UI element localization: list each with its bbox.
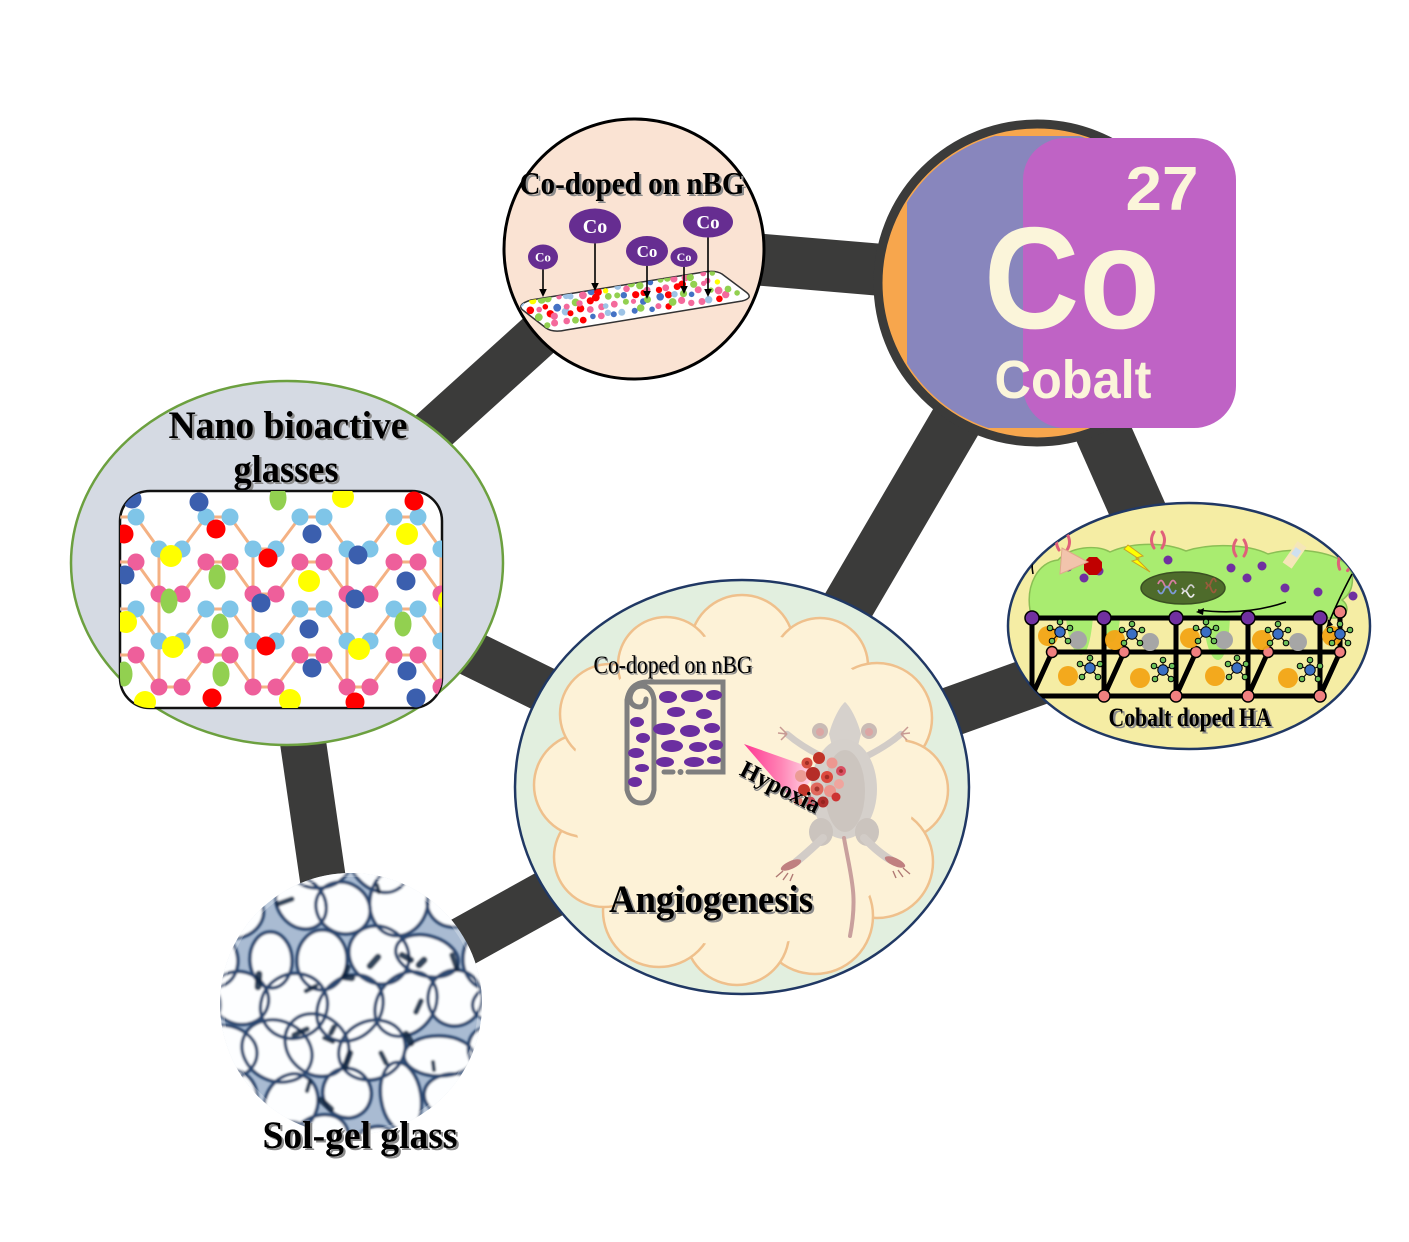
svg-text:Co: Co [677, 250, 692, 264]
svg-text:Co: Co [583, 216, 607, 238]
svg-text:glasses: glasses [234, 447, 339, 491]
svg-text:Co-doped on nBG: Co-doped on nBG [595, 654, 754, 681]
svg-text:Co: Co [984, 197, 1160, 359]
svg-text:Co: Co [535, 250, 551, 265]
svg-text:Sol-gel glass: Sol-gel glass [263, 1114, 458, 1157]
svg-text:Co-doped on nBG: Co-doped on nBG [594, 652, 753, 679]
svg-text:Nano bioactive: Nano bioactive [169, 403, 408, 447]
svg-text:Cobalt: Cobalt [995, 350, 1152, 410]
svg-text:Co-doped on nBG: Co-doped on nBG [522, 167, 747, 203]
svg-text:glasses: glasses [236, 449, 341, 493]
svg-text:Angiogenesis: Angiogenesis [609, 878, 813, 921]
svg-text:Nano bioactive: Nano bioactive [171, 405, 410, 449]
svg-text:Co: Co [637, 242, 658, 261]
svg-text:Angiogenesis: Angiogenesis [611, 880, 815, 923]
svg-text:Co-doped on nBG: Co-doped on nBG [520, 165, 745, 201]
svg-text:Co: Co [696, 213, 719, 234]
svg-text:Cobalt doped HA: Cobalt doped HA [1111, 705, 1274, 734]
svg-text:27: 27 [1126, 155, 1199, 224]
svg-text:Sol-gel glass: Sol-gel glass [265, 1116, 460, 1159]
svg-text:Cobalt doped HA: Cobalt doped HA [1109, 703, 1272, 732]
